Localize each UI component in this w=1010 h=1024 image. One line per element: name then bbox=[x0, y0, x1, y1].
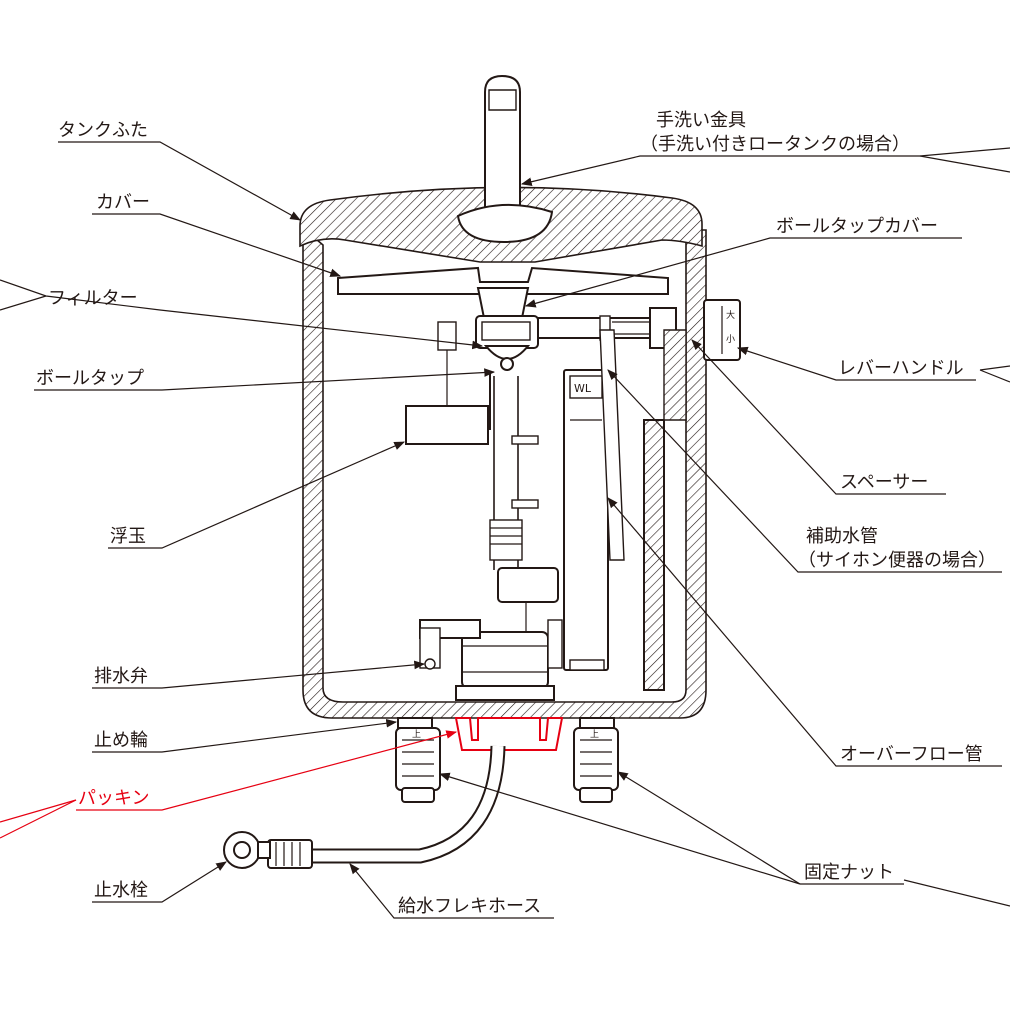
label-faucet-line2: （手洗い付きロータンクの場合） bbox=[640, 134, 910, 155]
label-supply-hose: 給水フレキホース bbox=[398, 896, 541, 917]
drain-valve-shape bbox=[419, 619, 563, 701]
label-fixing-nut: 固定ナット bbox=[804, 862, 894, 883]
label-aux-pipe-line2: （サイホン便器の場合） bbox=[798, 550, 996, 571]
aux-pipe-shape bbox=[599, 329, 625, 561]
leader-lines bbox=[0, 141, 1010, 919]
lever-handle-shape: 大 小 bbox=[703, 299, 741, 361]
label-overflow-pipe: オーバーフロー管 bbox=[840, 744, 983, 765]
nut-mark-left: 上 bbox=[412, 729, 421, 740]
label-filter: フィルター bbox=[48, 288, 138, 309]
label-cover: カバー bbox=[96, 192, 150, 213]
lever-mark-small: 小 bbox=[726, 334, 735, 345]
stop-valve-shape bbox=[223, 831, 271, 869]
faucet-spout bbox=[484, 74, 521, 221]
fixing-nut-left: 上 bbox=[395, 727, 441, 803]
label-aux-pipe-line1: 補助水管 bbox=[806, 526, 878, 547]
label-tank-lid: タンクふた bbox=[58, 120, 148, 141]
faucet-mouth bbox=[488, 89, 517, 111]
label-ball-tap-cover: ボールタップカバー bbox=[776, 216, 938, 237]
labels: タンクふた カバー フィルター ボールタップ 浮玉 排水弁 止め輪 パッキン 止… bbox=[36, 110, 996, 917]
label-drain-valve: 排水弁 bbox=[94, 666, 148, 687]
nut-mark-right: 上 bbox=[590, 729, 599, 740]
label-spacer: スペーサー bbox=[840, 472, 928, 493]
ball-tap-cover-shape bbox=[476, 287, 530, 319]
label-float: 浮玉 bbox=[110, 526, 146, 547]
label-lever-handle: レバーハンドル bbox=[838, 358, 964, 379]
float-shape bbox=[405, 405, 489, 445]
wl-mark: WL bbox=[574, 382, 592, 395]
fixing-nut-right: 上 bbox=[573, 727, 619, 803]
packing-shape bbox=[454, 717, 564, 751]
tank-drawing: 大 小 bbox=[223, 74, 741, 869]
faucet-basin bbox=[456, 203, 554, 244]
label-faucet-line1: 手洗い金具 bbox=[656, 110, 746, 131]
label-stop-valve: 止水栓 bbox=[94, 880, 148, 901]
label-ball-tap: ボールタップ bbox=[36, 368, 144, 389]
label-stop-ring: 止め輪 bbox=[94, 730, 148, 751]
overflow-pipe-shape: WL bbox=[563, 369, 609, 671]
label-packing: パッキン bbox=[78, 788, 149, 809]
lever-mark-large: 大 bbox=[726, 309, 735, 321]
ball-tap-assembly bbox=[475, 307, 677, 371]
inner-cover bbox=[337, 266, 669, 295]
